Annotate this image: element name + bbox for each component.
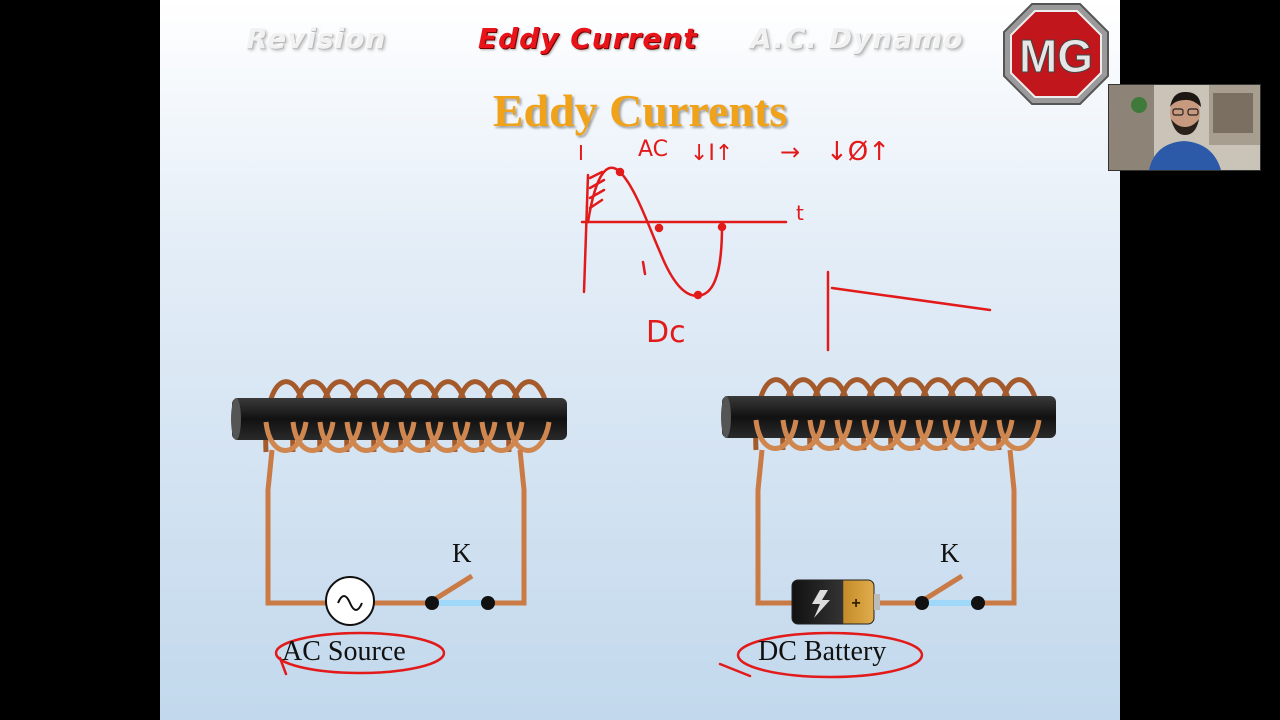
ac-source-label: AC Source: [282, 636, 406, 667]
dc-battery-label: DC Battery: [758, 636, 887, 667]
coil-turn: [452, 421, 498, 453]
switch-lever-right[interactable]: [920, 573, 964, 604]
coil-turn: [888, 419, 934, 451]
dc-battery-circle: [736, 631, 924, 679]
annotation-current-change: ↓I↑: [690, 141, 733, 166]
wire-left-c: [488, 449, 527, 606]
annotation-arrow: →: [780, 138, 800, 166]
coil-turn: [861, 419, 907, 451]
nav-ac-dynamo[interactable]: A.C. Dynamo: [750, 22, 964, 55]
iron-core-right: [722, 396, 1056, 438]
wire-right-a: [755, 449, 792, 606]
coil-turn: [344, 421, 390, 453]
coil-turn: [834, 419, 880, 451]
presenter-video: [1109, 85, 1260, 170]
nav-eddy-current[interactable]: Eddy Current: [478, 22, 698, 55]
slide: Revision Eddy Current A.C. Dynamo MG Edd…: [160, 0, 1120, 720]
coil-turn: [317, 421, 363, 453]
red-annotations: [274, 166, 992, 679]
annotation-flux-change: ↓Ø↑: [826, 137, 890, 167]
switch-label-right: K: [940, 538, 960, 568]
wire-right-c: [978, 449, 1017, 606]
coil-turn: [753, 419, 799, 451]
annotation-ac: AC: [638, 137, 668, 162]
battery-icon: +: [791, 579, 880, 625]
coil-turn: [425, 421, 471, 453]
mg-logo: MG: [1003, 3, 1109, 105]
switch-lever-left[interactable]: [430, 573, 474, 604]
ac-sine-wave: [586, 166, 724, 298]
annotation-i: I: [578, 141, 584, 165]
webcam-overlay: [1108, 84, 1261, 171]
ac-source-icon: [325, 576, 375, 626]
nav-revision[interactable]: Revision: [246, 22, 387, 55]
coil-turn: [398, 421, 444, 453]
dc-circuit: +: [721, 377, 1056, 625]
coil-turn: [969, 419, 1015, 451]
coil-turn: [996, 419, 1042, 451]
coil-turn: [915, 419, 961, 451]
coil-turn: [290, 421, 336, 453]
dc-line: [830, 286, 992, 312]
coil-turn: [263, 421, 309, 453]
coil-turn: [371, 421, 417, 453]
switch-label-left: K: [452, 538, 472, 568]
svg-text:+: +: [851, 595, 860, 612]
slide-title: Eddy Currents: [492, 85, 788, 136]
annotation-dc: Dc: [646, 315, 686, 350]
coil-turn: [942, 419, 988, 451]
ac-circuit: [231, 379, 567, 626]
coil-turn: [506, 421, 552, 453]
wire-left-a: [265, 449, 326, 606]
coil-turn: [780, 419, 826, 451]
ac-source-circle: [274, 631, 446, 675]
coil-turn: [807, 419, 853, 451]
coil-turn: [479, 421, 525, 453]
current-axis-line: [582, 173, 590, 294]
annotation-t: t: [796, 201, 804, 225]
logo-text: MG: [1019, 30, 1093, 82]
